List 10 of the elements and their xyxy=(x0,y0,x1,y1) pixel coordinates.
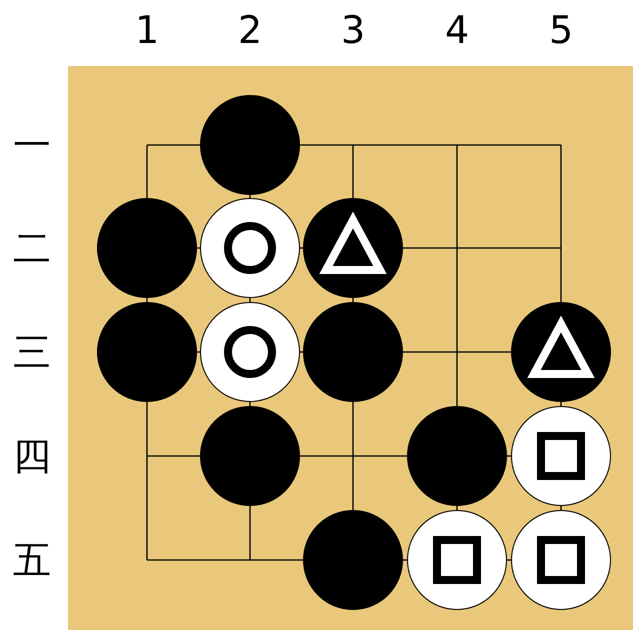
row-number: 一 xyxy=(13,122,51,169)
row-number: 二 xyxy=(13,225,51,272)
column-number: 2 xyxy=(238,7,262,54)
row-number: 四 xyxy=(13,433,51,480)
row-number: 三 xyxy=(13,329,51,376)
column-number: 3 xyxy=(341,7,366,54)
column-number: 1 xyxy=(135,7,160,54)
row-number: 五 xyxy=(13,537,51,584)
column-number: 5 xyxy=(549,7,574,54)
column-number: 4 xyxy=(445,7,470,54)
